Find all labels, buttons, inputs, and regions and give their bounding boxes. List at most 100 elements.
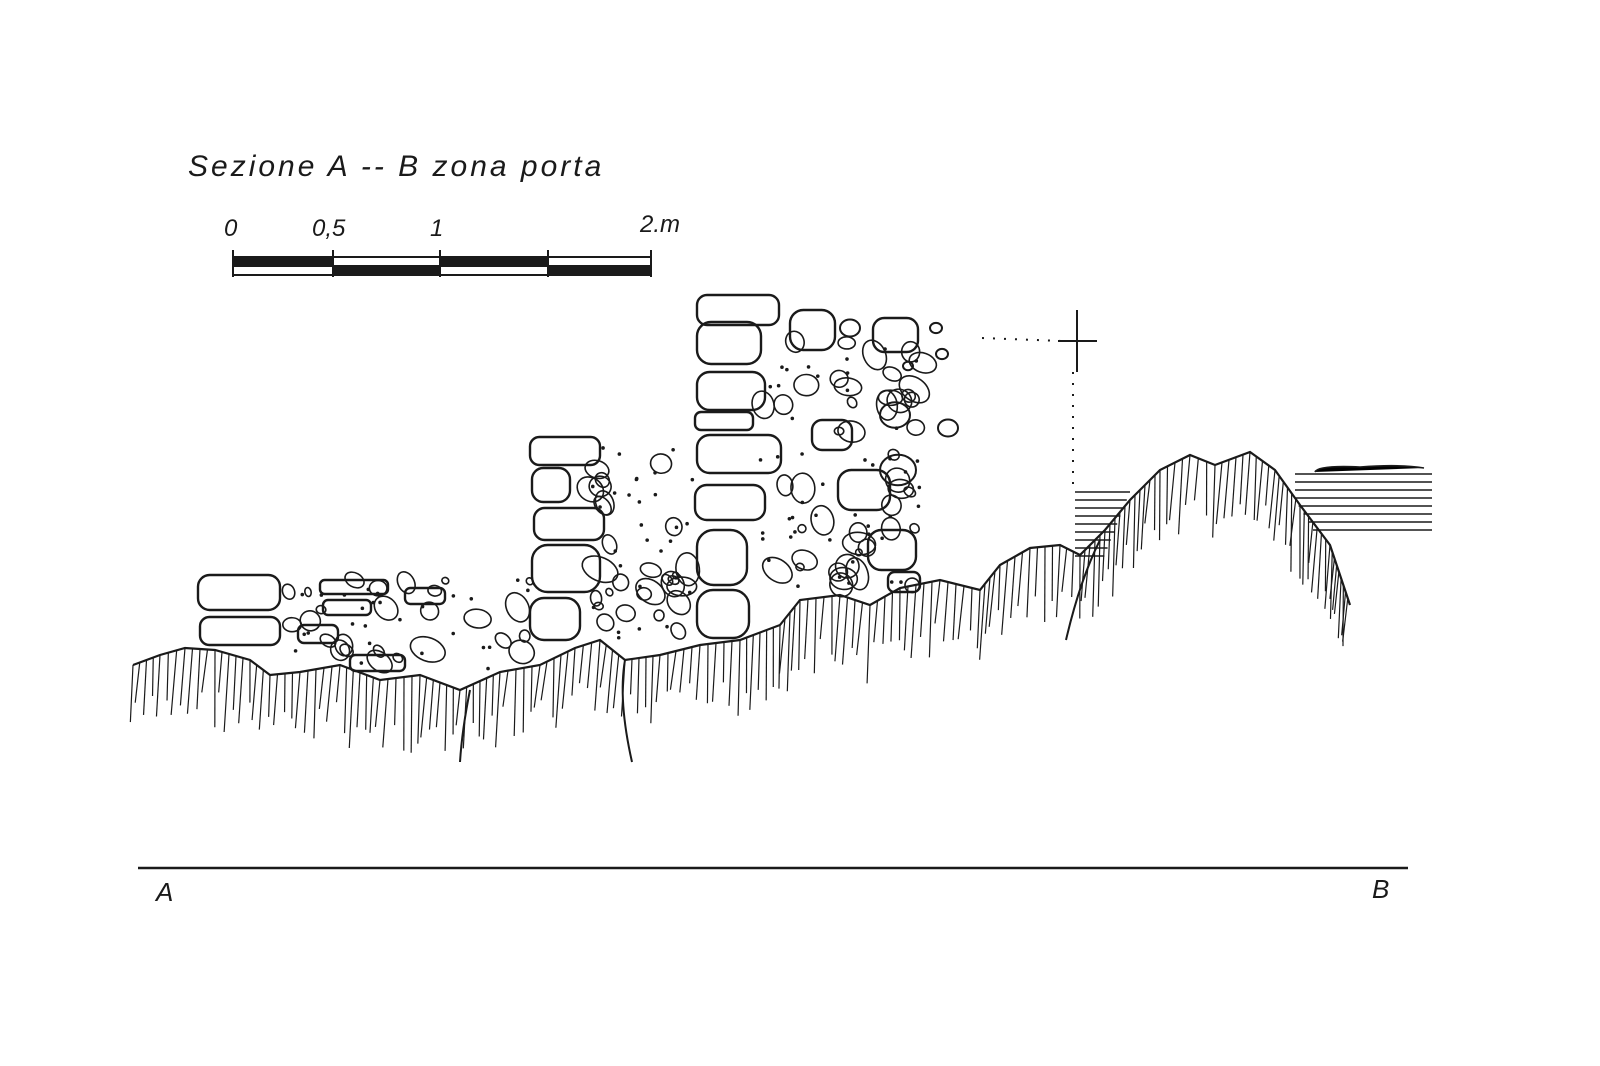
hatch-stroke [1121, 505, 1126, 569]
mortar-dot [366, 587, 371, 592]
rubble-stone [593, 601, 605, 611]
rubble-stone [594, 490, 615, 516]
hatch-stroke [129, 664, 134, 723]
rubble-stone [636, 586, 653, 601]
mortar-dot [367, 641, 372, 646]
hatch-stroke [856, 602, 864, 656]
scale-segment-top [332, 256, 441, 267]
rubble-stone [797, 523, 807, 534]
mortar-dot [616, 635, 621, 640]
hatch-stroke [417, 674, 421, 744]
hatch-stroke [813, 597, 817, 674]
hatch-stroke [1253, 456, 1257, 520]
mortar-dot [853, 513, 857, 517]
section-label-a: A [154, 877, 173, 907]
stone-block [693, 410, 755, 432]
hatch-stroke [1136, 489, 1141, 552]
stone-block [196, 573, 282, 612]
rubble-stone [882, 366, 903, 382]
rubble-stone [518, 629, 531, 643]
mortar-dot [760, 537, 765, 541]
rubble-stone [837, 420, 866, 443]
hatch-stroke [435, 682, 441, 728]
mortar-dot [690, 477, 695, 482]
mortar-dot [845, 357, 849, 361]
mortar-dot [687, 590, 692, 595]
rubble-stone [666, 589, 692, 616]
rubble-stone [829, 369, 849, 389]
hatch-stroke [737, 639, 741, 716]
rubble-fill [281, 330, 938, 674]
hatch-stroke [1341, 591, 1347, 636]
rubble-stone [441, 576, 450, 585]
mortar-dot [590, 484, 595, 489]
stone-block [695, 433, 783, 475]
mortar-dot [793, 530, 797, 534]
rubble-stone [494, 632, 512, 649]
rubble-stone [790, 472, 816, 504]
hatch-stroke [478, 680, 481, 737]
rubble-stone [784, 330, 805, 354]
dotted-level-line [981, 337, 1063, 342]
hatch-stroke [898, 587, 901, 641]
mortar-dot [820, 482, 825, 487]
rubble-stone [903, 486, 917, 498]
hatch-stroke [522, 667, 525, 733]
rubble-stone [828, 562, 849, 582]
hatch-stroke [1333, 571, 1340, 615]
mortar-dot [637, 627, 642, 631]
hatch-stroke [834, 594, 841, 662]
hatch-stroke [1132, 494, 1136, 569]
mortar-dot [866, 532, 871, 536]
rock-crack [459, 689, 471, 763]
mortar-dot [899, 580, 903, 584]
hatch-stroke [1168, 462, 1176, 521]
mortar-dot [894, 426, 899, 431]
stone-block [788, 308, 837, 352]
rubble-stone [880, 494, 902, 517]
mortar-dot [350, 622, 355, 626]
hatch-stroke [444, 684, 448, 751]
hatch-stroke [325, 666, 333, 722]
hatch-stroke [374, 679, 381, 727]
scale-segment-bottom [439, 265, 549, 276]
rubble-stone [845, 557, 870, 591]
hatch-stroke [134, 662, 141, 703]
hatch-stroke [984, 577, 991, 634]
hatch-stroke [689, 646, 693, 684]
stone-block [810, 418, 854, 452]
rubble-stone [841, 531, 877, 556]
hatch-stroke [1278, 481, 1284, 526]
rubble-stone [675, 552, 701, 587]
rubble-stone [909, 522, 920, 534]
rubble-stone [581, 555, 619, 584]
hatch-stroke [555, 654, 562, 728]
rubble-stone [525, 576, 534, 586]
rubble-stone [751, 390, 775, 420]
hatch-stroke [928, 581, 933, 658]
mortar-dot [526, 588, 530, 593]
rubble-stone [833, 377, 863, 397]
rock-crack [621, 659, 633, 763]
rubble-stone [299, 610, 322, 632]
hatch-stroke [749, 634, 754, 710]
mortar-dot [359, 661, 364, 665]
rubble-stone [776, 474, 794, 497]
scale-segment-bottom [232, 265, 334, 276]
hatch-stroke [976, 589, 981, 649]
mortar-dot [634, 477, 639, 482]
rubble-stone [594, 471, 611, 489]
hatch-stroke [142, 659, 148, 715]
mortar-dot [785, 367, 789, 372]
mortar-dot [627, 493, 631, 497]
mortar-dot [866, 524, 871, 528]
hatch-stroke [1310, 527, 1318, 593]
scale-label-0-5: 0,5 [312, 215, 346, 242]
hatch-stroke [303, 670, 309, 733]
hatch-stroke [343, 667, 348, 734]
mortar-dot [806, 365, 811, 369]
rubble-stone [791, 549, 819, 571]
hatch-stroke [1084, 544, 1091, 598]
hatch-stroke [166, 652, 169, 701]
hatch-stroke [778, 618, 786, 674]
